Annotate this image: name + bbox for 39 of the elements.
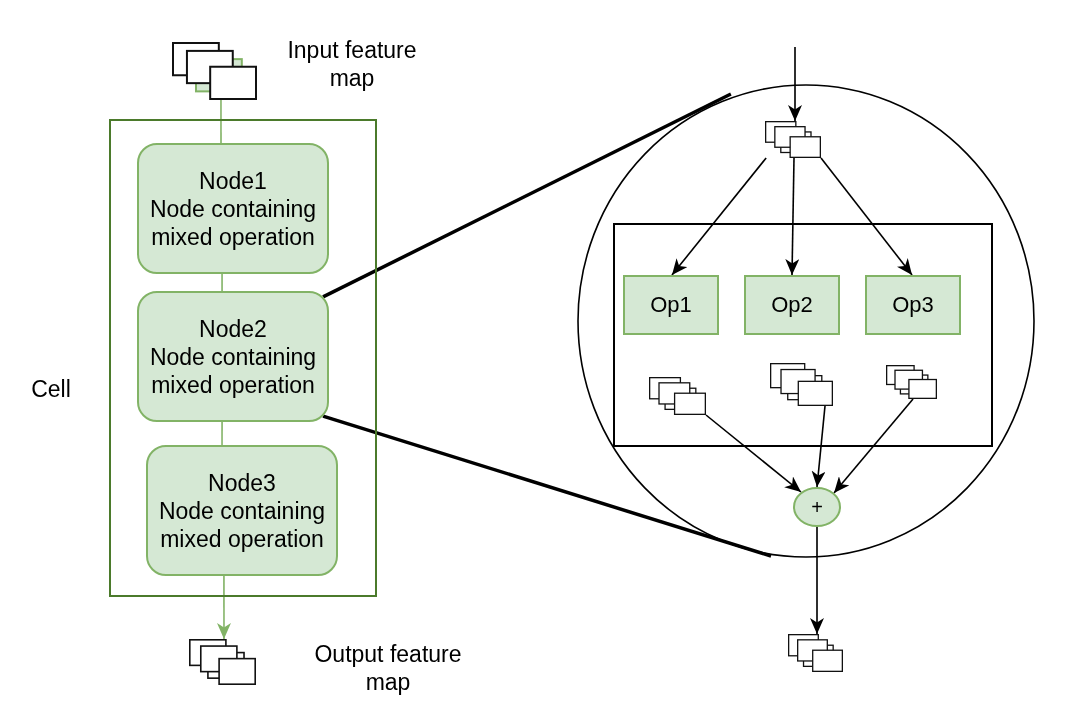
node-title: Node1: [199, 166, 267, 195]
connector-line: [221, 421, 223, 446]
feature-map-icon: [765, 121, 821, 158]
process-box: [137, 291, 329, 422]
feature-map-icon: [172, 42, 257, 100]
feature-map-icon: [649, 377, 706, 415]
process-box: [146, 445, 338, 576]
feature-map-icon: [189, 639, 256, 685]
operation-box: Op2: [744, 275, 840, 335]
operations-frame: [613, 223, 993, 447]
map-caption: Output feature map: [313, 640, 463, 696]
arrow: [820, 157, 913, 276]
zoom-circle: [577, 84, 1035, 558]
zoom-line: [322, 414, 772, 558]
node-description: Node containing mixed operation: [148, 342, 318, 399]
feature-map-icon: [886, 365, 937, 399]
arrow: [788, 46, 802, 122]
arrow: [833, 398, 914, 494]
connector-line: [220, 99, 222, 144]
operation-box: Op3: [865, 275, 961, 335]
arrow: [216, 575, 231, 640]
node-description: Node containing mixed operation: [148, 194, 318, 251]
arrow: [811, 405, 826, 488]
zoom-line: [322, 92, 732, 299]
arrow: [705, 414, 802, 493]
node-description: Node containing mixed operation: [157, 496, 327, 553]
connector-line: [221, 273, 223, 292]
arrow: [810, 526, 824, 635]
arrow: [671, 157, 767, 276]
node-title: Node2: [199, 314, 267, 343]
map-caption: Input feature map: [286, 36, 418, 92]
feature-map-icon: [788, 634, 843, 672]
node-title: Node3: [208, 468, 276, 497]
container-label: Cell: [30, 375, 72, 403]
sum-node: +: [793, 487, 841, 527]
feature-map-icon: [770, 363, 833, 406]
process-box: [137, 143, 329, 274]
operation-box: Op1: [623, 275, 719, 335]
arrow: [785, 157, 800, 276]
